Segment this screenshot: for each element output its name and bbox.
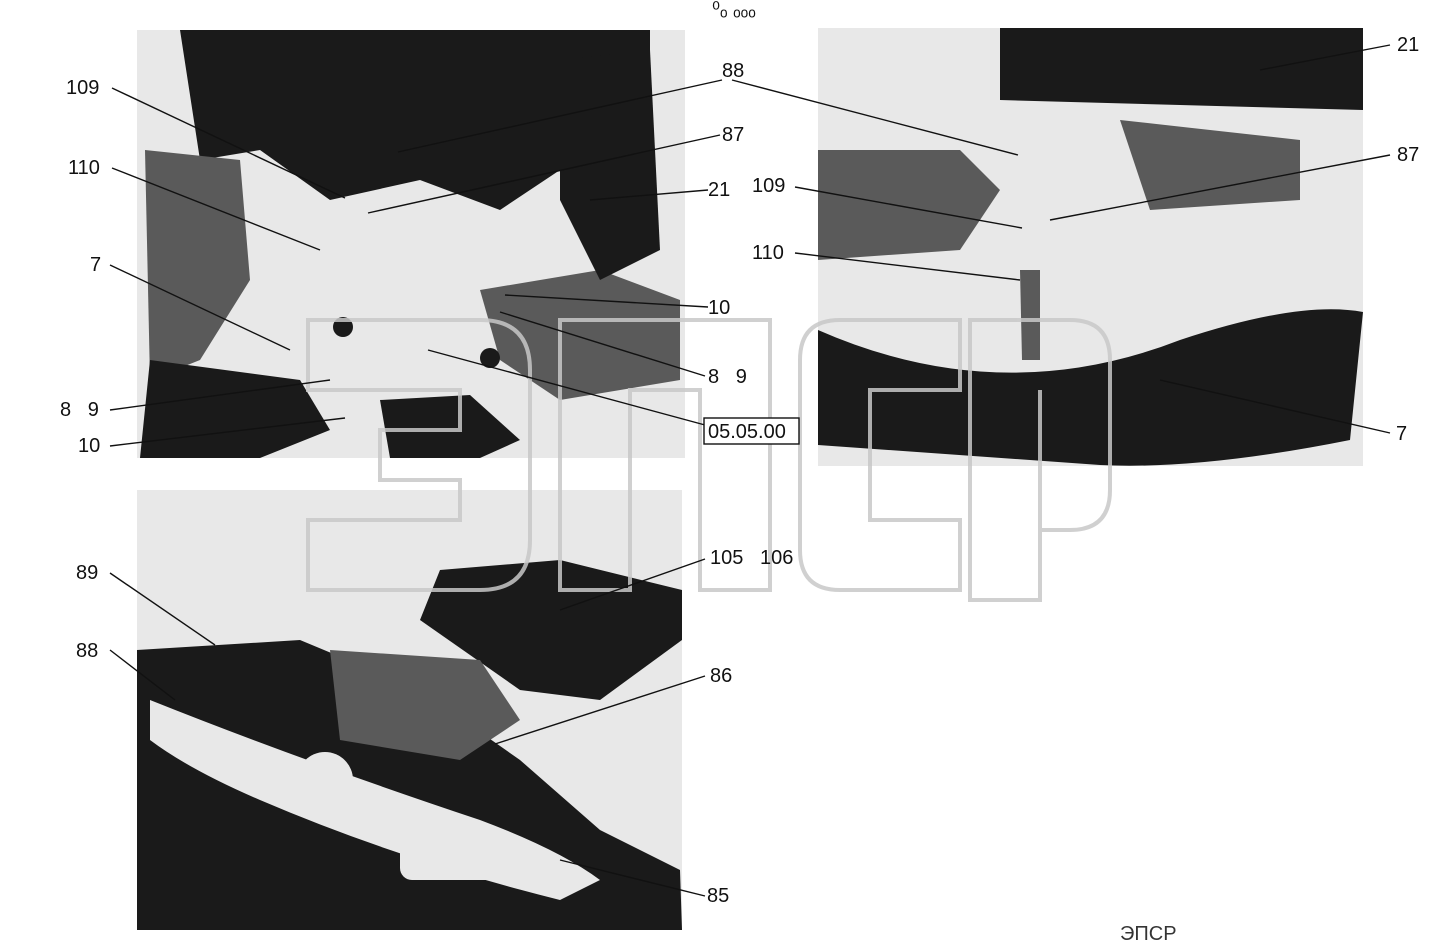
label-109: 109 bbox=[66, 77, 99, 99]
label-105-106: 105 106 bbox=[710, 547, 793, 569]
labels-top-left: 109 110 7 8 9 10 88 87 21 10 8 9 bbox=[60, 60, 747, 457]
label-21: 21 bbox=[1397, 34, 1419, 56]
label-10: 10 bbox=[708, 297, 730, 319]
reference-code[interactable]: 05.05.00 bbox=[708, 421, 786, 443]
label-110: 110 bbox=[68, 157, 100, 179]
label-8-9: 8 9 bbox=[60, 399, 99, 421]
label-10: 10 bbox=[78, 435, 100, 457]
label-87: 87 bbox=[722, 124, 744, 146]
leaders-top-right bbox=[731, 44, 1391, 434]
label-7: 7 bbox=[1396, 423, 1407, 445]
label-85: 85 bbox=[707, 885, 729, 907]
label-110: 110 bbox=[752, 242, 784, 264]
leaders-top-left bbox=[109, 79, 723, 447]
label-21: 21 bbox=[708, 179, 730, 201]
header-mark: ⁰ₒ ₒₒₒ bbox=[712, 0, 756, 21]
label-86: 86 bbox=[710, 665, 732, 687]
label-88: 88 bbox=[76, 640, 98, 662]
leaders-bottom bbox=[109, 558, 706, 897]
label-8-9: 8 9 bbox=[708, 366, 747, 388]
label-7: 7 bbox=[90, 254, 101, 276]
photo-bottom bbox=[137, 490, 682, 930]
label-89: 89 bbox=[76, 562, 98, 584]
labels-top-right: 21 87 109 110 7 bbox=[752, 34, 1419, 445]
label-88: 88 bbox=[722, 60, 744, 82]
photo-top-left bbox=[137, 30, 685, 458]
reference-code-box[interactable]: 05.05.00 bbox=[703, 417, 800, 445]
labels-bottom: 89 88 105 106 86 85 bbox=[76, 547, 793, 907]
photo-top-right bbox=[818, 28, 1363, 466]
watermark-logo: ЭПСР bbox=[306, 318, 1177, 942]
watermark-text: ЭПСР bbox=[1120, 923, 1177, 942]
label-109: 109 bbox=[752, 175, 785, 197]
label-87: 87 bbox=[1397, 144, 1419, 166]
